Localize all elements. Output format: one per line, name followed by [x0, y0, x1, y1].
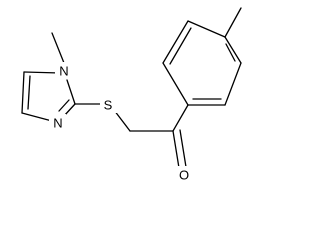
bond-ar5-ar6 [224, 62, 242, 106]
structure-diagram: N N S O [21, 7, 242, 183]
bond-ar-double-a [169, 27, 192, 65]
bond-ar3-ar4 [187, 20, 226, 38]
bond-ar-methyl [224, 7, 242, 38]
bond-c5-c4-double [27, 75, 31, 110]
atom-sulfur: S [104, 98, 113, 113]
atom-n-ring: N [53, 116, 62, 131]
atom-n-methyl: N [59, 64, 68, 79]
bond-n1-c2 [66, 79, 76, 105]
bond-c4-n3 [21, 112, 53, 122]
bond-ar-double-b [225, 43, 236, 62]
bond-ar4-ar5 [224, 36, 242, 64]
atom-oxygen: O [179, 168, 189, 183]
bond-co-ar [172, 104, 189, 132]
bond-s-ch2 [113, 109, 131, 132]
bond-ar1-ar2 [162, 62, 189, 106]
bond-c5-c4 [21, 71, 25, 114]
bond-n3-c2-double [58, 99, 70, 112]
bond-ar2-ar3 [162, 20, 189, 64]
bond-n1-methyl [51, 32, 65, 64]
molecule-canvas: N N S O [21, 7, 242, 183]
bond-c-o-double [179, 129, 187, 168]
bond-c-o [172, 130, 180, 169]
bond-n1-c5 [23, 71, 61, 74]
